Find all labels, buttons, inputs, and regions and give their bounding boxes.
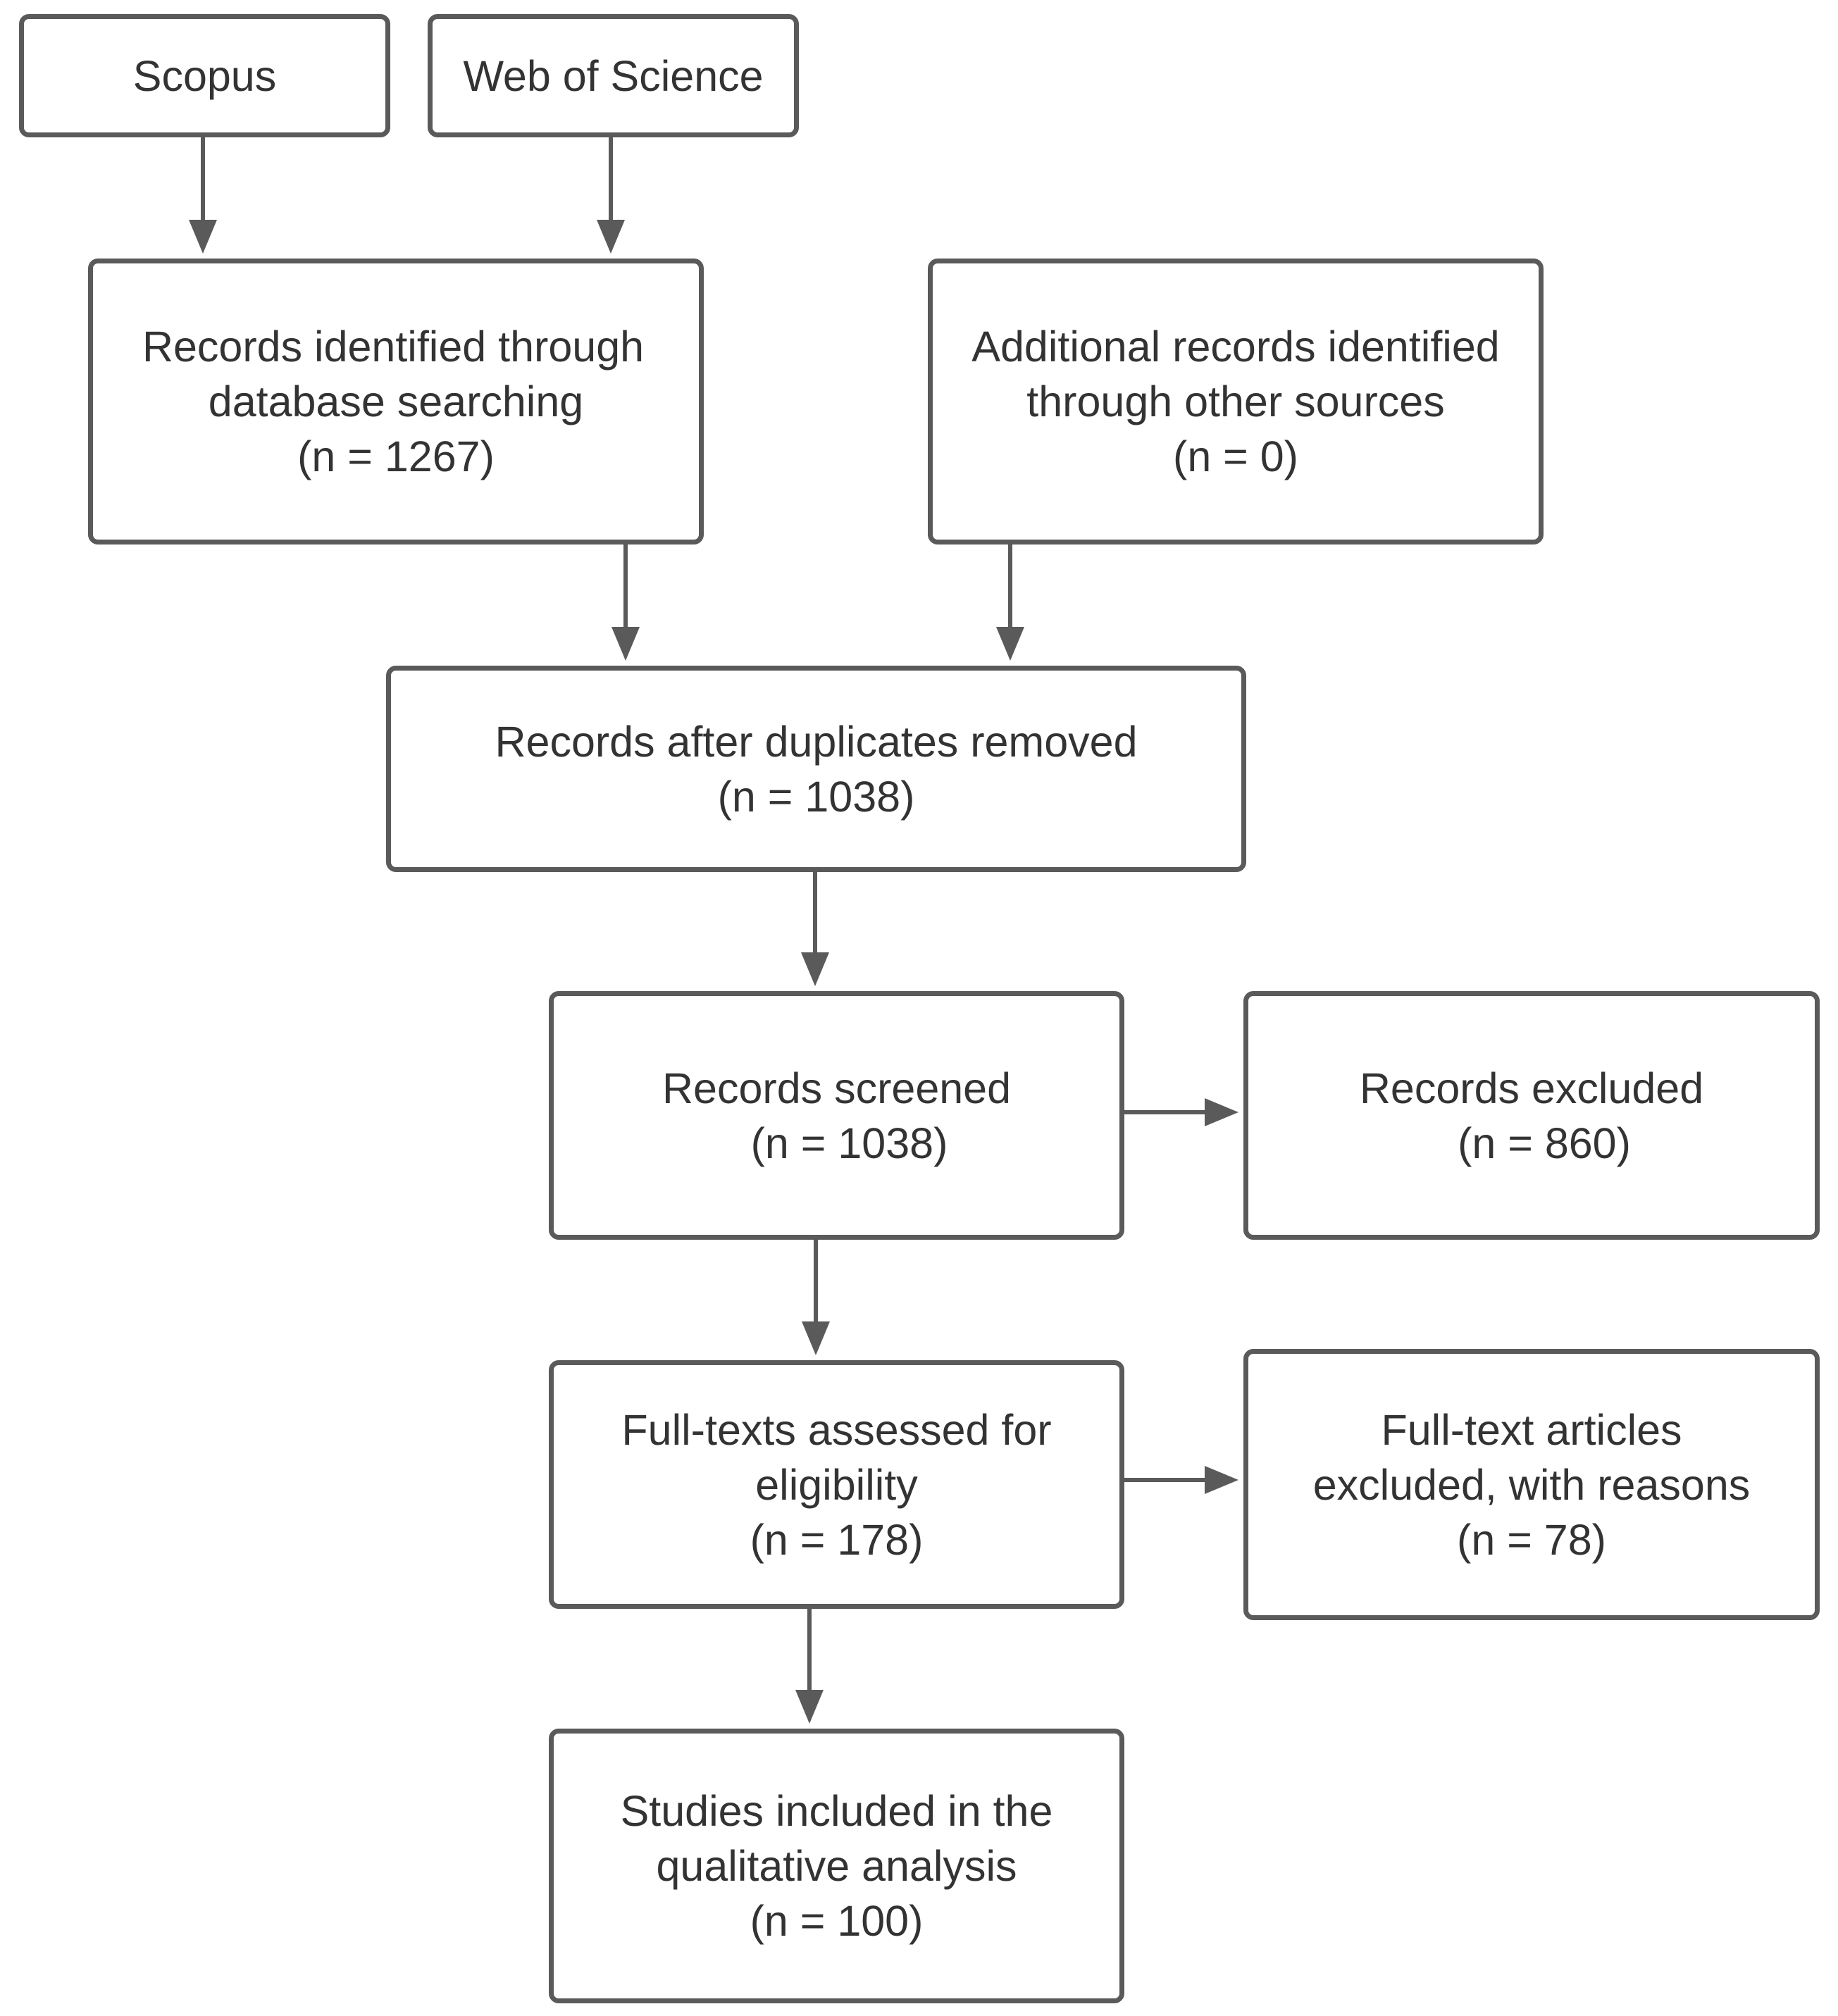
box-other-sources: Additional records identified through ot… (928, 259, 1544, 545)
box-ftexcl-line-2: excluded, with reasons (1312, 1460, 1751, 1509)
box-database-line-1: Records identified through (142, 323, 645, 371)
box-fulltext-line-2: eligibility (755, 1460, 918, 1509)
box-dedup-count: (n = 1038) (717, 772, 915, 821)
box-records-excluded: Records excluded (n = 860) (1243, 991, 1820, 1240)
box-duplicates-removed: Records after duplicates removed (n = 10… (386, 666, 1246, 872)
box-other-count: (n = 0) (1173, 433, 1298, 480)
box-web-of-science: Web of Science (428, 14, 799, 137)
box-scopus-label: Scopus (132, 51, 277, 100)
box-fulltext-line-1: Full-texts assessed for (621, 1405, 1052, 1454)
box-included-line-2: qualitative analysis (656, 1842, 1017, 1890)
box-screened-count: (n = 1038) (750, 1119, 948, 1167)
box-fulltext-count: (n = 178) (750, 1515, 924, 1564)
arrow-dedup-to-screened (801, 872, 829, 986)
box-included-line-1: Studies included in the (620, 1787, 1053, 1835)
box-screened-line-1: Records screened (662, 1064, 1012, 1112)
box-database-count: (n = 1267) (297, 433, 495, 480)
box-dedup-line-1: Records after duplicates removed (495, 717, 1138, 766)
arrow-fulltext-to-ftexcluded (1124, 1466, 1238, 1494)
box-studies-included: Studies included in the qualitative anal… (549, 1729, 1124, 2003)
box-database-records: Records identified through database sear… (88, 259, 704, 545)
arrow-other-to-dedup (996, 545, 1024, 661)
box-fulltext-assessed: Full-texts assessed for eligibility (n =… (549, 1360, 1124, 1609)
box-records-screened: Records screened (n = 1038) (549, 991, 1124, 1240)
box-fulltext-excluded: Full-text articles excluded, with reason… (1243, 1349, 1820, 1620)
arrow-database-to-dedup (611, 545, 640, 661)
box-wos-label: Web of Science (463, 51, 764, 100)
box-excluded-count: (n = 860) (1458, 1119, 1631, 1167)
box-other-line-2: through other sources (1026, 378, 1445, 425)
arrow-screened-to-excluded (1124, 1098, 1238, 1126)
box-ftexcl-line-1: Full-text articles (1381, 1405, 1682, 1454)
arrow-screened-to-fulltext (802, 1240, 830, 1355)
box-ftexcl-count: (n = 78) (1457, 1515, 1606, 1564)
arrow-fulltext-to-included (795, 1609, 824, 1724)
arrow-wos-to-database (597, 137, 625, 254)
box-database-line-2: database searching (208, 378, 584, 425)
box-scopus: Scopus (19, 14, 390, 137)
box-excluded-line-1: Records excluded (1359, 1064, 1704, 1112)
box-included-count: (n = 100) (750, 1897, 924, 1945)
arrow-scopus-to-database (189, 137, 217, 254)
box-other-line-1: Additional records identified (971, 323, 1500, 371)
